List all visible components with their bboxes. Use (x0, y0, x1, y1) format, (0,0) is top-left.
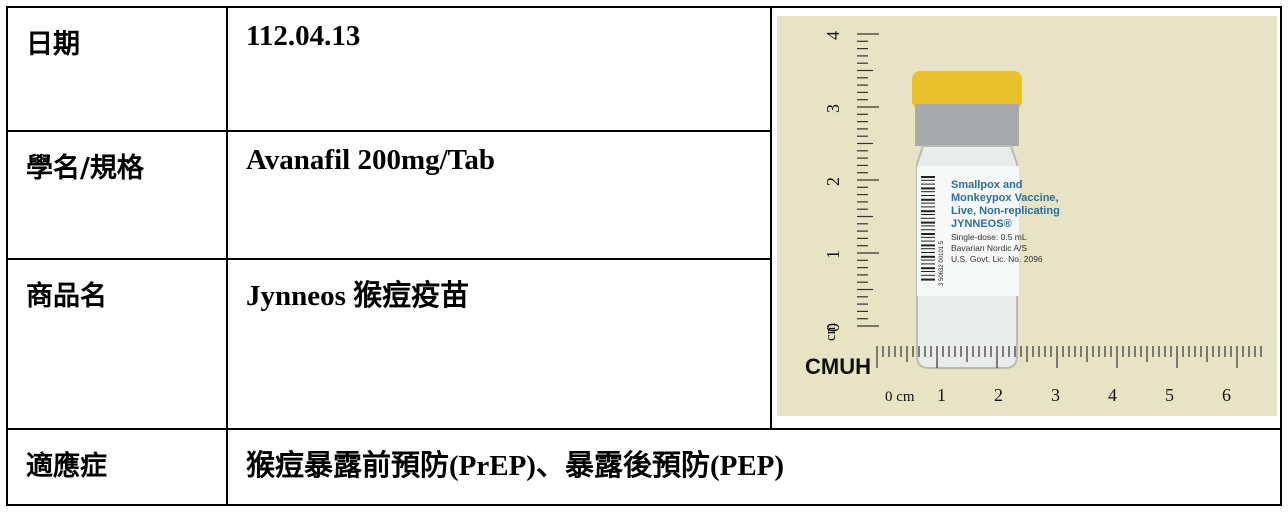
side-ruler-number: 4 (823, 31, 843, 40)
barcode-bar (921, 236, 935, 238)
indication-label: 適應症 (26, 451, 107, 482)
vial-barcode: 3 50632 00101 5 (921, 176, 945, 286)
barcode-bar (921, 187, 935, 190)
row-divider (8, 130, 772, 132)
bottom-ruler-number: 6 (1222, 385, 1231, 405)
image-column-divider (770, 8, 772, 428)
barcode-bar (921, 198, 935, 201)
row-divider (8, 258, 772, 260)
bottom-ruler-number: 4 (1108, 385, 1117, 405)
bottom-ruler-number: 2 (994, 385, 1003, 405)
vial-label-line: Live, Non-replicating (951, 205, 1060, 217)
barcode-bar (921, 263, 935, 265)
barcode-bar (921, 195, 935, 196)
side-ruler-unit: cm (823, 322, 839, 341)
vial-label-line: JYNNEOS® (951, 218, 1012, 230)
barcode-bar (921, 248, 935, 250)
barcode-number: 3 50632 00101 5 (939, 240, 945, 286)
side-ruler-number: 2 (823, 177, 843, 186)
barcode-bar (921, 176, 935, 178)
barcode-bar (921, 214, 935, 215)
column-divider (226, 8, 228, 506)
bottom-ruler-number: 1 (937, 385, 946, 405)
vial-cap (912, 71, 1022, 109)
barcode-bar (921, 221, 935, 224)
barcode-bar (921, 244, 935, 247)
brand-name-label: 商品名 (26, 281, 107, 312)
vial-label-line: U.S. Govt. Lic. No. 2096 (951, 254, 1043, 264)
ruler-unit: 0 cm (885, 389, 915, 405)
vial-label-line: Bavarian Nordic A/S (951, 243, 1027, 253)
generic-name-label: 學名/規格 (26, 153, 144, 184)
ruler-brand: CMUH (805, 354, 871, 379)
bottom-ruler-number: 5 (1165, 385, 1174, 405)
barcode-bar (921, 274, 935, 276)
barcode-bar (921, 267, 935, 270)
barcode-bar (921, 206, 935, 208)
vial-label-line: Single-dose: 0.5 mL (951, 232, 1027, 242)
barcode-bar (921, 191, 935, 193)
vial-crimp (915, 104, 1019, 146)
row-divider (8, 428, 1280, 430)
vial-label-line: Smallpox and (951, 179, 1023, 191)
barcode-bar (921, 183, 935, 185)
bottom-ruler-number: 3 (1051, 385, 1060, 405)
barcode-bar (921, 240, 935, 242)
barcode-bar (921, 271, 935, 272)
drug-info-table: 日期 112.04.13 學名/規格 Avanafil 200mg/Tab 商品… (6, 6, 1282, 506)
indication-value: 猴痘暴露前預防(PrEP)、暴露後預防(PEP) (246, 450, 785, 482)
barcode-bar (921, 229, 935, 231)
bottom-ruler-numbers: 1 2 3 4 5 6 (937, 385, 1231, 405)
side-ruler-number: 3 (823, 104, 843, 113)
barcode-bar (921, 255, 935, 258)
side-ruler-ticks (857, 33, 879, 327)
bottom-ruler-ticks (876, 346, 1262, 368)
barcode-bar (921, 210, 935, 213)
date-value: 112.04.13 (246, 20, 361, 52)
barcode-bar (921, 225, 935, 227)
vial-label-line: Monkeypox Vaccine, (951, 192, 1059, 204)
date-label: 日期 (26, 29, 80, 60)
side-ruler-number: 0 (823, 323, 843, 332)
brand-name-value: Jynneos 猴痘疫苗 (246, 280, 470, 312)
barcode-bar (921, 233, 935, 235)
barcode-bar (921, 278, 935, 281)
vial-photo-drawing: 0 1 2 3 4 cm 3 50632 00101 5 Smallpox andMon… (805, 31, 1262, 405)
barcode-bar (921, 252, 935, 253)
side-ruler-number: 1 (823, 250, 843, 259)
barcode-bar (921, 179, 935, 181)
barcode-bar (921, 217, 935, 219)
side-ruler-numbers: 0 1 2 3 4 (823, 31, 843, 332)
barcode-bar (921, 259, 935, 261)
barcode-bar (921, 202, 935, 204)
generic-name-value: Avanafil 200mg/Tab (246, 144, 495, 176)
